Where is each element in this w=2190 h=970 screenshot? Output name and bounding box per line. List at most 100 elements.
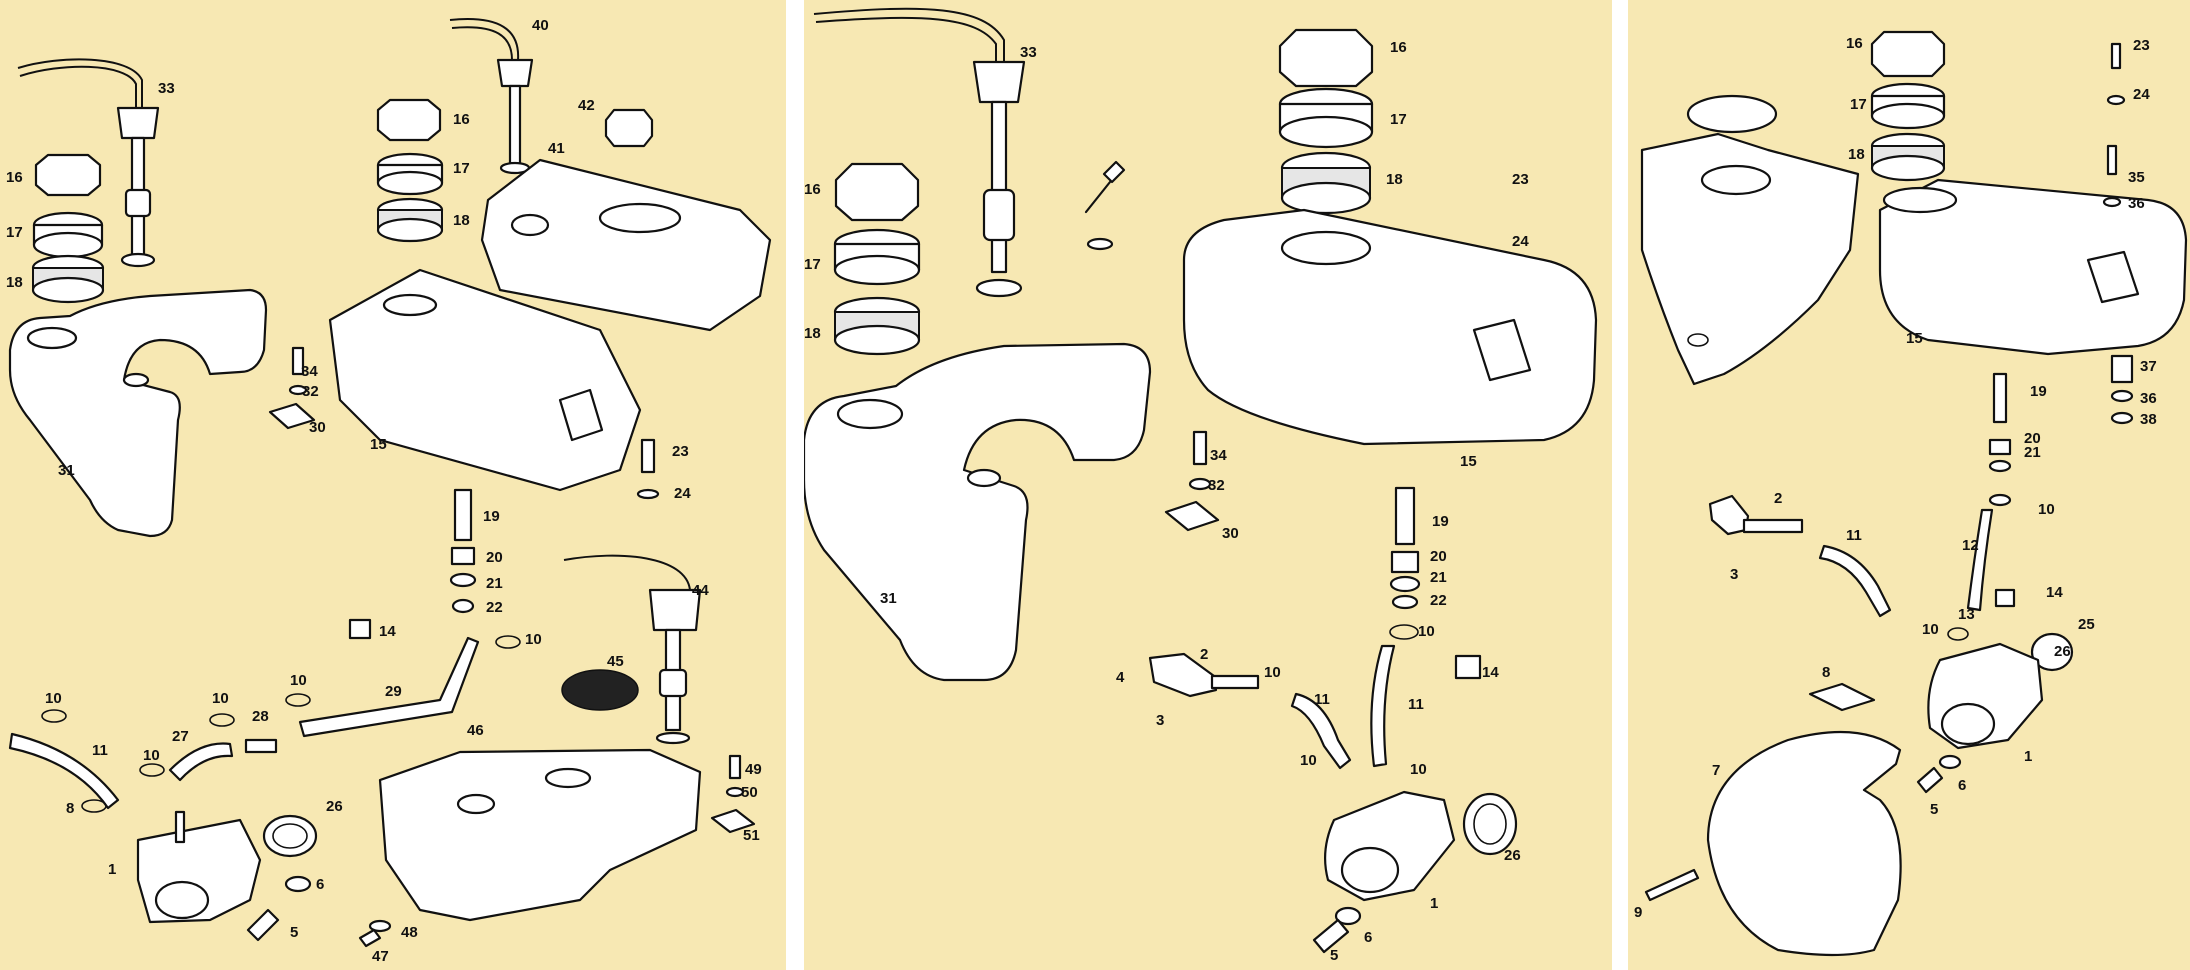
fuel-hose-12 (1966, 508, 1994, 612)
fasteners-48-47 (358, 919, 392, 948)
screw-23-washer-24 (1084, 160, 1126, 251)
callout-31: 31 (58, 462, 75, 479)
fuel-tank-15 (328, 268, 642, 492)
callout-15: 15 (1460, 453, 1477, 470)
callout-10a: 10 (2038, 501, 2055, 518)
clip-10-e (139, 763, 165, 777)
callout-37: 37 (2140, 358, 2157, 375)
callout-14: 14 (2046, 584, 2063, 601)
callout-24: 24 (674, 485, 691, 502)
callout-11b: 11 (1408, 696, 1424, 713)
panel-2-fuel-tank-variants: 33 16 16 17 17 18 18 23 24 34 32 30 15 3… (804, 0, 1612, 970)
clip-10-c (209, 713, 235, 727)
callout-34: 34 (301, 363, 318, 380)
callout-3: 3 (1156, 712, 1165, 729)
callout-17b: 17 (804, 256, 821, 273)
callout-30: 30 (1222, 525, 1239, 542)
callout-8: 8 (1822, 664, 1831, 681)
bolt-9 (1644, 868, 1700, 902)
grommet-14 (1994, 588, 2016, 608)
callout-14: 14 (379, 623, 396, 640)
fasteners-23-24-35-36 (2102, 42, 2126, 208)
callout-3: 3 (1730, 566, 1739, 583)
callout-16a: 16 (453, 111, 470, 128)
gasket-26 (1462, 792, 1518, 856)
fuel-hose-11 (8, 732, 120, 810)
callout-11: 11 (92, 742, 108, 759)
callout-49: 49 (745, 761, 762, 778)
clip-8 (81, 799, 107, 813)
filler-cap-stack-right (1278, 28, 1374, 215)
callout-14: 14 (1482, 664, 1499, 681)
washer-6 (1938, 754, 1962, 770)
callout-32: 32 (302, 383, 319, 400)
callout-9: 9 (1634, 904, 1643, 921)
callout-26: 26 (1504, 847, 1521, 864)
callout-46: 46 (467, 722, 484, 739)
callout-6: 6 (1364, 929, 1373, 946)
callout-10a: 10 (525, 631, 542, 648)
callout-44: 44 (692, 582, 709, 599)
hose-connector-28 (244, 738, 278, 754)
callout-10d: 10 (290, 672, 307, 689)
callout-10c: 10 (212, 690, 229, 707)
callout-18: 18 (1848, 146, 1865, 163)
callout-5: 5 (1930, 801, 1939, 818)
callout-10b: 10 (1922, 621, 1939, 638)
panel-1-fuel-tank-variants: 40 33 42 16 41 16 17 17 18 18 34 32 30 1… (0, 0, 786, 970)
callout-30: 30 (309, 419, 326, 436)
callout-33: 33 (158, 80, 175, 97)
callout-5: 5 (1330, 947, 1339, 964)
fasteners-49-50-51 (710, 754, 756, 834)
clip-13 (1947, 627, 1969, 641)
callout-2: 2 (1774, 490, 1783, 507)
callout-22: 22 (486, 599, 503, 616)
callout-41: 41 (548, 140, 565, 157)
callout-18a: 18 (453, 212, 470, 229)
fuel-filter-45 (561, 669, 639, 711)
callout-11a: 11 (1314, 691, 1330, 708)
callout-13: 13 (1958, 606, 1975, 623)
callout-26: 26 (2054, 643, 2071, 660)
callout-10e: 10 (143, 747, 160, 764)
fasteners-34-32-30 (1164, 430, 1220, 532)
callout-15: 15 (1906, 330, 1923, 347)
fuel-tap-1 (1927, 642, 2044, 750)
banjo-bolt-stack (1988, 372, 2012, 507)
hose-27 (168, 742, 234, 782)
callout-10d: 10 (1410, 761, 1427, 778)
filler-cap-stack (1870, 30, 1946, 182)
callout-17a: 17 (453, 160, 470, 177)
cover-7 (1706, 730, 1902, 957)
callout-19: 19 (2030, 383, 2047, 400)
fasteners-34-32-30 (268, 346, 316, 430)
fuel-tank-15 (1878, 178, 2188, 356)
callout-47: 47 (372, 948, 389, 965)
saddle-tank-31 (8, 288, 268, 538)
panel-3-fuel-tank-variants: 16 23 24 17 18 35 36 15 37 36 38 19 20 2… (1628, 0, 2190, 970)
callout-38: 38 (2140, 411, 2157, 428)
callout-48: 48 (401, 924, 418, 941)
callout-29: 29 (385, 683, 402, 700)
fuel-gauge-sender-33 (813, 7, 1026, 298)
callout-20: 20 (2024, 430, 2041, 447)
callout-18b: 18 (804, 325, 821, 342)
block-8 (1808, 682, 1876, 712)
panel-1-drawing (8, 18, 772, 948)
callout-17a: 17 (1390, 111, 1407, 128)
callout-27: 27 (172, 728, 189, 745)
callout-32: 32 (1208, 477, 1225, 494)
callout-16: 16 (1846, 35, 1863, 52)
callout-5: 5 (290, 924, 299, 941)
callout-10c: 10 (1300, 752, 1317, 769)
callout-24: 24 (1512, 233, 1529, 250)
filler-cap-stack-left (833, 162, 921, 356)
callout-45: 45 (607, 653, 624, 670)
fuel-gauge-sender-33 (17, 58, 160, 268)
callout-1: 1 (108, 861, 117, 878)
callout-16b: 16 (6, 169, 23, 186)
parts-37-36-38 (2110, 354, 2134, 425)
fuel-hose-11a (1290, 692, 1352, 770)
grommet-14 (1454, 654, 1482, 680)
